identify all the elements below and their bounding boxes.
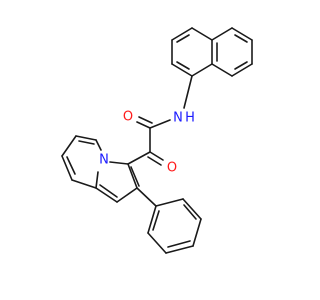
atom-labels: N H O O N (99, 110, 195, 176)
bond (234, 61, 248, 70)
bond (176, 34, 190, 43)
bond (147, 156, 162, 166)
bond (66, 156, 76, 175)
bond (231, 63, 253, 77)
bond (138, 116, 153, 124)
bond (152, 210, 160, 231)
structure-canvas: N H O O N (61, 27, 253, 254)
nitrogen-atom-label: N (99, 153, 109, 168)
bond (71, 179, 97, 189)
bond (75, 135, 97, 141)
bond (136, 121, 151, 129)
bond (183, 204, 197, 220)
bond (182, 198, 202, 220)
bond (191, 63, 213, 77)
hydrogen-atom-label: H (185, 111, 195, 126)
bond (127, 151, 151, 165)
bond (61, 155, 73, 181)
bond (171, 27, 193, 41)
bond (149, 151, 164, 161)
bond (167, 240, 191, 248)
bond (147, 232, 167, 254)
bond (165, 245, 194, 254)
bond (136, 187, 157, 207)
bond (176, 61, 190, 70)
molecule-structure: N H O O N (61, 27, 253, 254)
bond (95, 187, 118, 203)
oxygen-atom-label: O (167, 161, 177, 176)
bond (191, 27, 213, 41)
bond (149, 119, 171, 129)
bond (155, 198, 184, 207)
bond (78, 140, 95, 145)
oxygen-atom-label: O (123, 110, 133, 125)
bond (99, 184, 118, 198)
bonds (61, 27, 253, 254)
bond (211, 63, 233, 77)
bond (95, 139, 102, 151)
bond (95, 171, 99, 189)
bond (61, 135, 77, 157)
bond (211, 27, 233, 41)
bond (192, 218, 202, 247)
bond (130, 166, 140, 187)
bond (109, 161, 129, 165)
bond (183, 75, 193, 109)
nitrogen-atom-label: N (173, 111, 183, 126)
bond (171, 63, 193, 77)
bond (234, 34, 248, 43)
bond (127, 163, 138, 189)
bond (116, 187, 138, 203)
bond (231, 27, 253, 41)
bond (147, 205, 157, 234)
